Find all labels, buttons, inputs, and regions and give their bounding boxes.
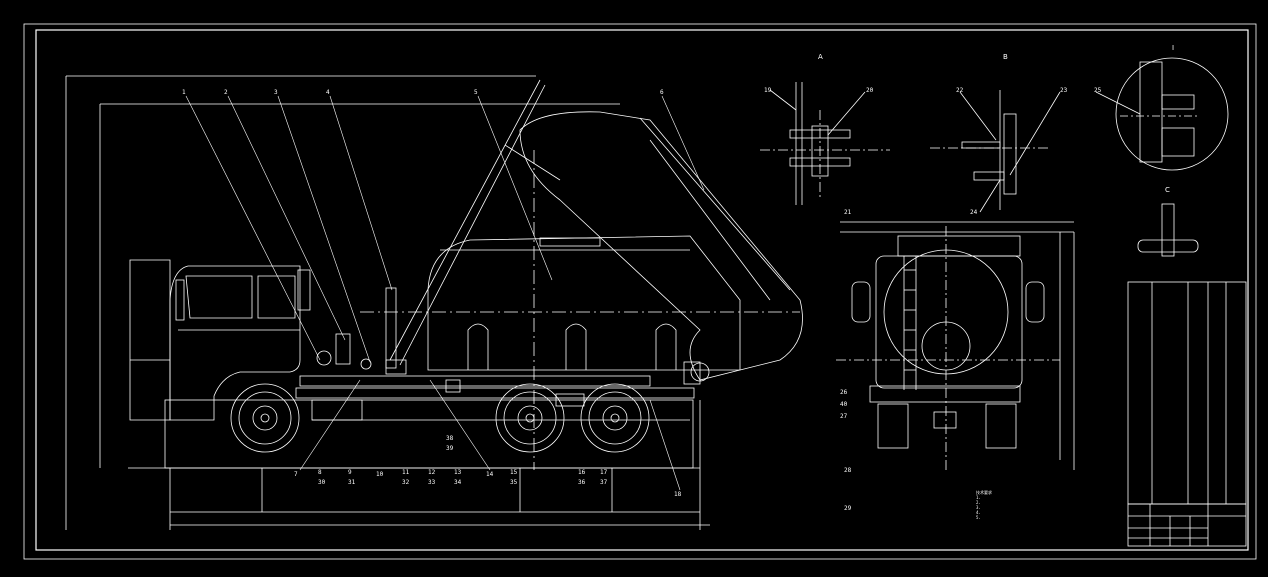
note-line: 3.	[976, 505, 981, 510]
balloon-2: 2	[224, 89, 228, 96]
balloon-29: 29	[844, 505, 852, 512]
rear-view	[836, 221, 1075, 470]
parts-list-table	[1127, 281, 1247, 505]
balloon-35: 35	[510, 479, 518, 486]
detail-c	[1137, 203, 1199, 257]
detail-a-title: A	[818, 53, 823, 61]
balloon-20: 20	[866, 87, 874, 94]
balloon-12: 12	[428, 469, 436, 476]
detail-c-title: C	[1165, 186, 1170, 194]
balloon-19: 19	[764, 87, 772, 94]
balloon-32: 32	[402, 479, 410, 486]
note-line: 2.	[976, 500, 981, 505]
detail-i-title: I	[1172, 44, 1175, 52]
rear-wheel	[580, 383, 650, 453]
balloon-5: 5	[474, 89, 478, 96]
title-block	[1127, 503, 1247, 547]
leader-lines	[185, 95, 705, 491]
note-line: 1.	[976, 495, 981, 500]
balloon-40: 40	[840, 401, 848, 408]
outer-border	[23, 23, 1257, 560]
balloon-9: 9	[348, 469, 352, 476]
balloon-22: 22	[956, 87, 964, 94]
technical-notes: 技术要求 1. 2. 3. 4. 5.	[976, 490, 1106, 520]
note-line: 5.	[976, 515, 981, 520]
balloon-26: 26	[840, 389, 848, 396]
inner-border	[35, 29, 1249, 551]
side-view	[65, 75, 803, 530]
balloon-8: 8	[318, 469, 322, 476]
detail-b-title: B	[1003, 53, 1008, 61]
balloon-6: 6	[660, 89, 664, 96]
balloon-14: 14	[486, 471, 494, 478]
balloon-17: 17	[600, 469, 608, 476]
balloon-36: 36	[578, 479, 586, 486]
balloon-25: 25	[1094, 87, 1102, 94]
balloon-37: 37	[600, 479, 608, 486]
balloon-31: 31	[348, 479, 356, 486]
balloon-13: 13	[454, 469, 462, 476]
balloon-24: 24	[970, 209, 978, 216]
detail-i	[1095, 57, 1229, 171]
middle-wheel	[495, 383, 565, 453]
balloon-39: 39	[446, 445, 454, 452]
balloon-10: 10	[376, 471, 384, 478]
balloon-21: 21	[844, 209, 852, 216]
note-heading: 技术要求	[976, 490, 992, 495]
balloon-16: 16	[578, 469, 586, 476]
balloon-34: 34	[454, 479, 462, 486]
balloon-23: 23	[1060, 87, 1068, 94]
balloon-1: 1	[182, 89, 186, 96]
balloon-7: 7	[294, 471, 298, 478]
balloon-27: 27	[840, 413, 848, 420]
balloon-15: 15	[510, 469, 518, 476]
balloon-33: 33	[428, 479, 436, 486]
balloon-11: 11	[402, 469, 410, 476]
balloon-30: 30	[318, 479, 326, 486]
front-wheel	[230, 383, 300, 453]
detail-a	[760, 82, 890, 205]
balloon-4: 4	[326, 89, 330, 96]
balloon-3: 3	[274, 89, 278, 96]
detail-b	[930, 90, 1061, 213]
balloon-28: 28	[844, 467, 852, 474]
balloon-18: 18	[674, 491, 682, 498]
note-line: 4.	[976, 510, 981, 515]
balloon-38: 38	[446, 435, 454, 442]
